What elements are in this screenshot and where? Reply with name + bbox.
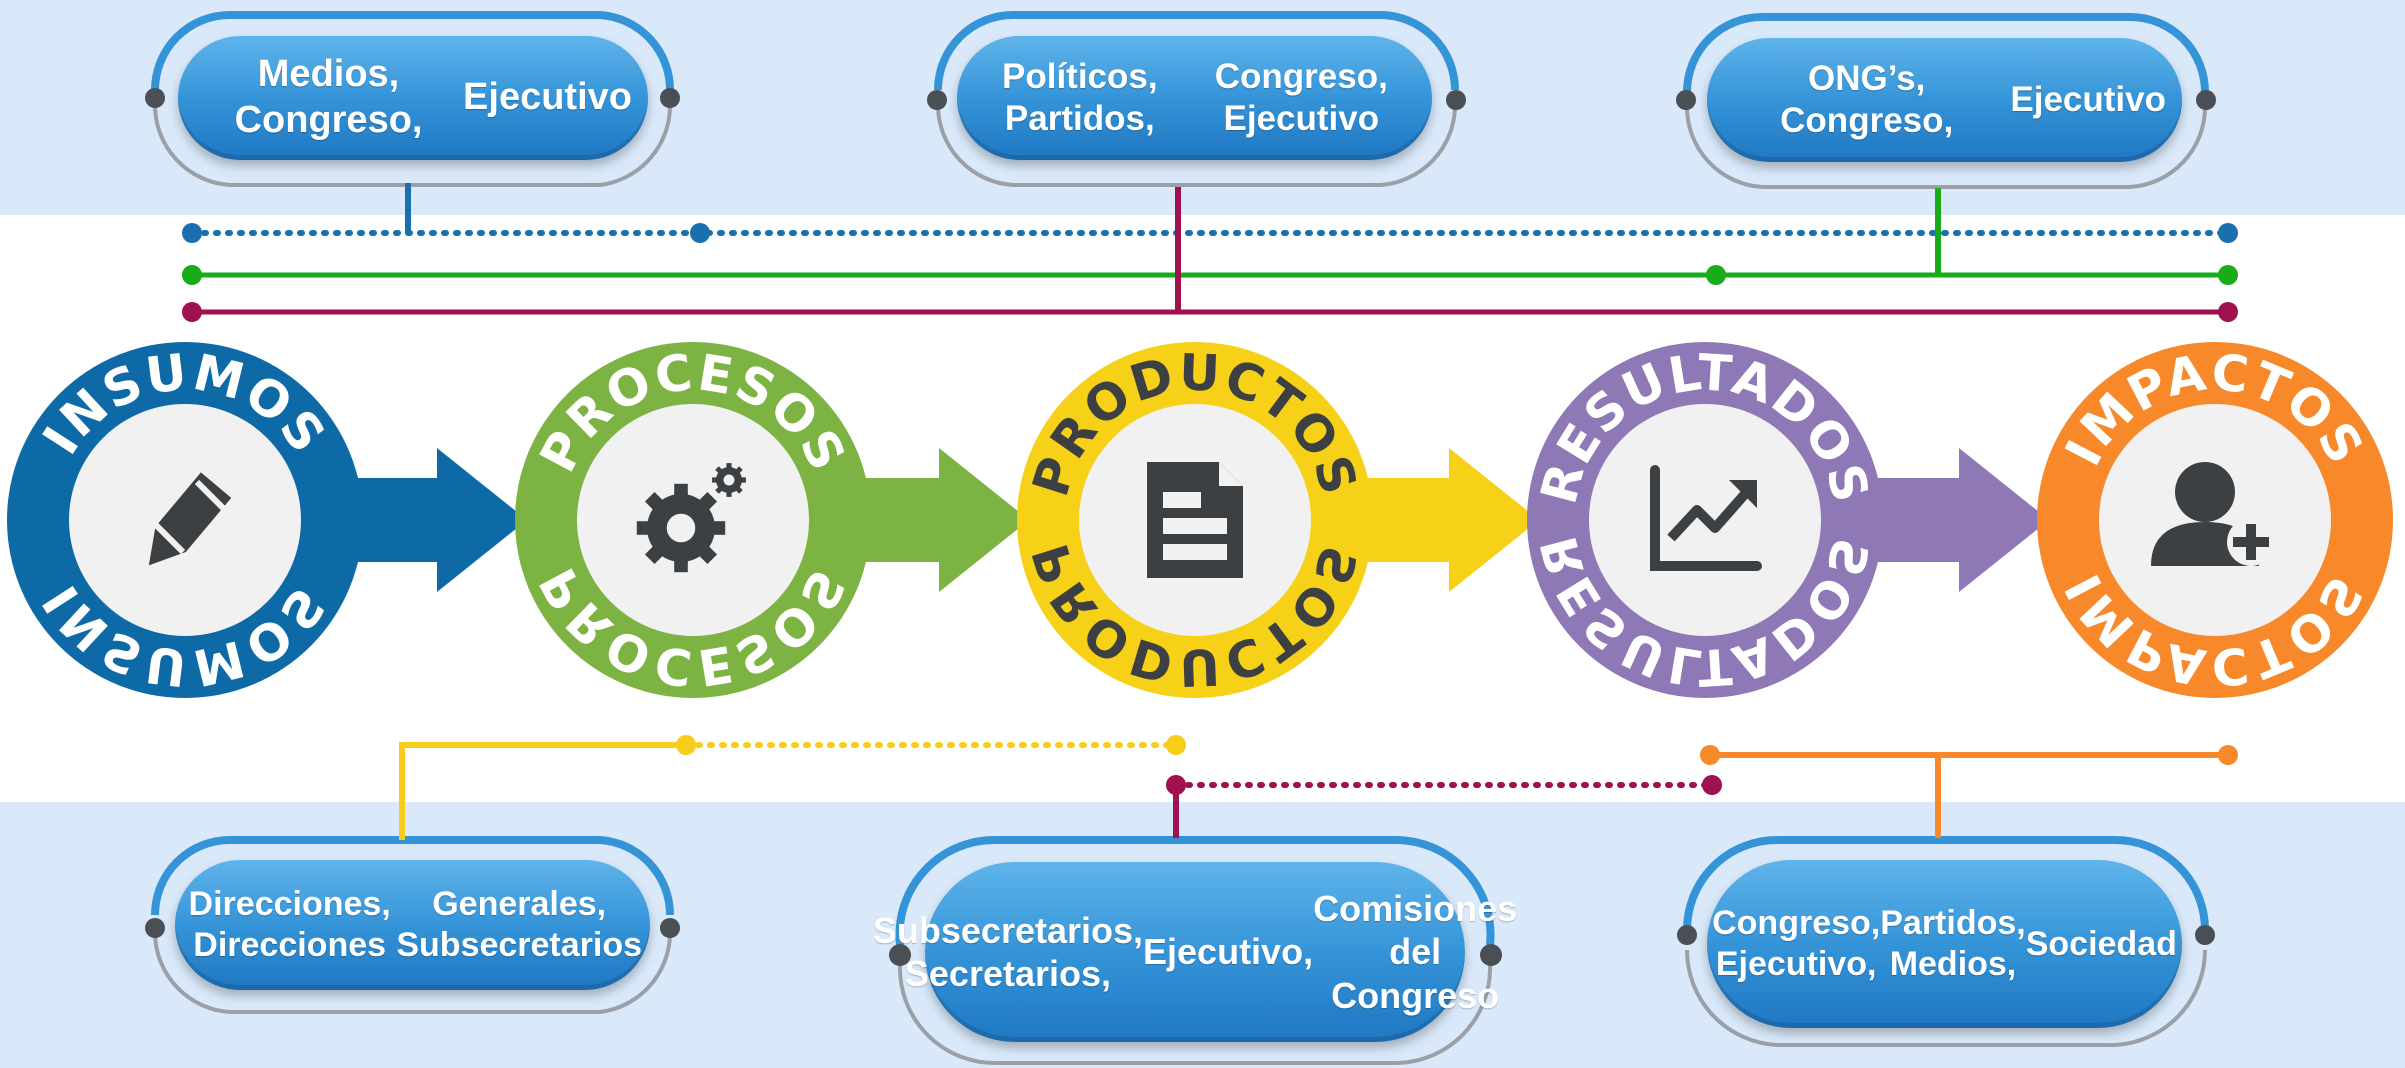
- flow-arrow: [1863, 448, 2049, 592]
- pill-line: Congreso, Ejecutivo,: [1712, 904, 1881, 983]
- trend-chart-icon: [1650, 465, 1762, 571]
- pill-line: Congreso, Ejecutivo: [1214, 57, 1388, 138]
- document-icon: [1147, 462, 1243, 578]
- stakeholder-pill-bottom-2: Subsecretarios, Secretarios, Ejecutivo, …: [873, 862, 1517, 1042]
- pill-line: Políticos, Partidos,: [1002, 57, 1158, 138]
- stages: INSUMOSINSUMOSPROCESOSPROCESOSPRODUCTOSP…: [7, 342, 2393, 698]
- stakeholder-pill-top-3: ONG’s, Congreso, Ejecutivo: [1707, 38, 2182, 162]
- pill-frames: [151, 11, 2209, 1065]
- top-connectors: [182, 183, 2238, 322]
- flow-arrow: [343, 448, 527, 592]
- pill-line: Partidos, Medios,: [1880, 904, 2026, 983]
- gears-icon: [636, 463, 746, 573]
- user-add-icon: [2151, 462, 2275, 566]
- stakeholder-pill-top-2: Políticos, Partidos, Congreso, Ejecutivo: [957, 36, 1432, 160]
- pill-line: Direcciones, Direcciones: [188, 885, 391, 964]
- pill-line: Generales, Subsecretarios: [396, 885, 642, 964]
- pill-line: Subsecretarios, Secretarios,: [872, 909, 1144, 994]
- flow-arrow: [851, 448, 1029, 592]
- pill-line: Ejecutivo,: [1143, 931, 1314, 973]
- pill-line: Medios, Congreso,: [234, 53, 423, 141]
- pill-line: Ejecutivo: [2010, 80, 2166, 119]
- pill-line: ONG’s, Congreso,: [1780, 59, 1954, 140]
- pill-line: Ejecutivo: [463, 76, 632, 119]
- bottom-connectors: [399, 735, 2238, 840]
- stakeholder-pill-bottom-1: Direcciones, Direcciones Generales, Subs…: [175, 860, 650, 990]
- pill-line: Comisiones del Congreso: [1313, 888, 1518, 1016]
- pill-line: Sociedad: [2025, 924, 2177, 963]
- flow-arrow: [1353, 448, 1539, 592]
- stakeholder-pill-top-1: Medios, Congreso, Ejecutivo: [178, 36, 648, 160]
- pencil-icon: [148, 472, 232, 566]
- pill-frame-dots: [145, 88, 2216, 966]
- stakeholder-pill-bottom-3: Congreso, Ejecutivo, Partidos, Medios, S…: [1707, 860, 2182, 1028]
